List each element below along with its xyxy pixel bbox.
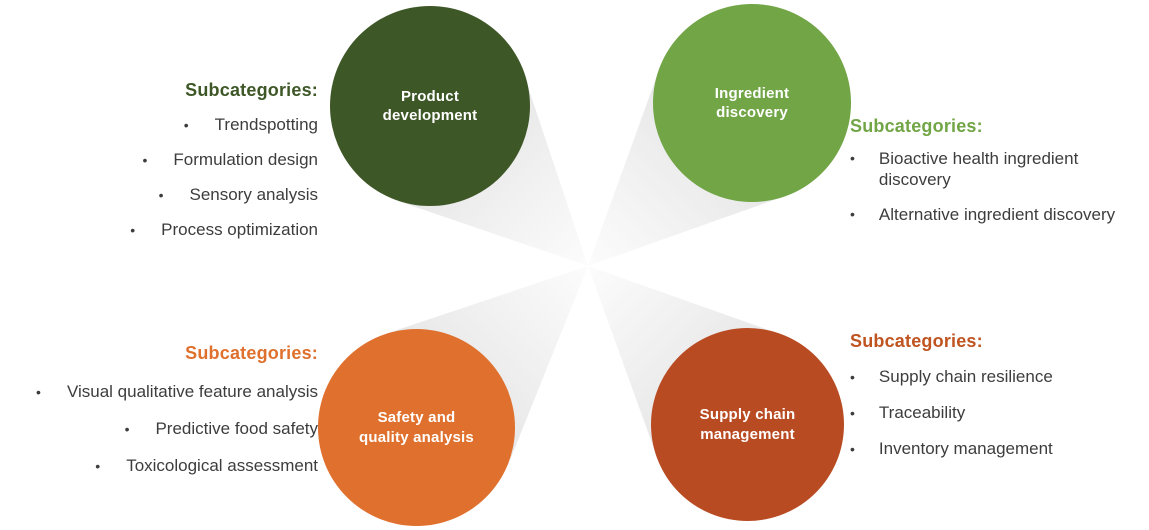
circle-label-safety-quality-analysis: Safety and quality analysis xyxy=(359,409,474,446)
circle-label-ingredient-discovery: Ingredient discovery xyxy=(714,84,790,122)
bullet-icon: • xyxy=(850,369,855,385)
bullet-icon: • xyxy=(142,151,148,168)
subcategory-list: • Trendspotting • Formulation design • S… xyxy=(130,107,318,247)
list-item-label: Supply chain resilience xyxy=(878,367,1053,386)
circle-product-development: Product development xyxy=(330,6,530,206)
list-item-label: Inventory management xyxy=(878,439,1053,458)
circle-supply-chain-management: Supply chain management xyxy=(651,328,844,521)
list-item-label: Toxicological assessment xyxy=(126,455,318,475)
subcategory-list: • Supply chain resilience • Traceability… xyxy=(850,359,1053,467)
list-item: • Visual qualitative feature analysis xyxy=(36,373,318,410)
list-item-label: Process optimization xyxy=(161,219,318,239)
subcategories-ingredient-discovery: Subcategories: • Bioactive health ingred… xyxy=(850,116,1143,239)
bullet-icon: • xyxy=(850,441,855,457)
bullet-icon: • xyxy=(850,405,855,421)
bullet-icon: • xyxy=(124,420,130,437)
list-item-label: Formulation design xyxy=(173,149,318,169)
list-item-label: Sensory analysis xyxy=(189,184,318,204)
list-item-label: Visual qualitative feature analysis xyxy=(66,381,318,401)
bullet-icon: • xyxy=(36,383,41,400)
subcategories-safety-quality-analysis: Subcategories: • Visual qualitative feat… xyxy=(36,343,318,484)
list-item-label: Traceability xyxy=(878,403,966,422)
list-item: • Sensory analysis xyxy=(130,177,318,212)
bullet-icon: • xyxy=(95,457,101,474)
bullet-icon: • xyxy=(183,116,189,133)
list-item-label: Alternative ingredient discovery xyxy=(878,205,1116,224)
list-item: • Alternative ingredient discovery xyxy=(850,204,1143,225)
bullet-icon: • xyxy=(850,150,855,166)
list-item: • Process optimization xyxy=(130,212,318,247)
circle-ingredient-discovery: Ingredient discovery xyxy=(653,4,851,202)
bullet-icon: • xyxy=(158,186,164,203)
circle-safety-quality-analysis: Safety and quality analysis xyxy=(318,329,515,526)
list-item: • Bioactive health ingredient discovery xyxy=(850,148,1143,190)
subcategories-header: Subcategories: xyxy=(185,343,318,363)
circle-label-product-development: Product development xyxy=(382,87,478,125)
list-item-label: Predictive food safety xyxy=(155,418,318,438)
list-item: • Traceability xyxy=(850,395,1053,431)
list-item: • Trendspotting xyxy=(130,107,318,142)
subcategories-header: Subcategories: xyxy=(185,80,318,100)
subcategory-list: • Bioactive health ingredient discovery … xyxy=(850,148,1143,225)
subcategories-header: Subcategories: xyxy=(850,331,983,351)
subcategories-supply-chain-management: Subcategories: • Supply chain resilience… xyxy=(850,331,1053,467)
subcategories-header: Subcategories: xyxy=(850,116,983,136)
list-item: • Supply chain resilience xyxy=(850,359,1053,395)
bullet-icon: • xyxy=(130,221,136,238)
list-item-label: Bioactive health ingredient discovery xyxy=(878,149,1079,189)
list-item: • Predictive food safety xyxy=(36,410,318,447)
list-item: • Inventory management xyxy=(850,431,1053,467)
list-item: • Formulation design xyxy=(130,142,318,177)
subcategories-product-development: Subcategories: • Trendspotting • Formula… xyxy=(130,80,318,247)
list-item: • Toxicological assessment xyxy=(36,447,318,484)
circle-label-supply-chain-management: Supply chain management xyxy=(699,406,796,443)
subcategory-list: • Visual qualitative feature analysis • … xyxy=(36,373,318,484)
list-item-label: Trendspotting xyxy=(214,114,318,134)
bullet-icon: • xyxy=(850,206,855,222)
